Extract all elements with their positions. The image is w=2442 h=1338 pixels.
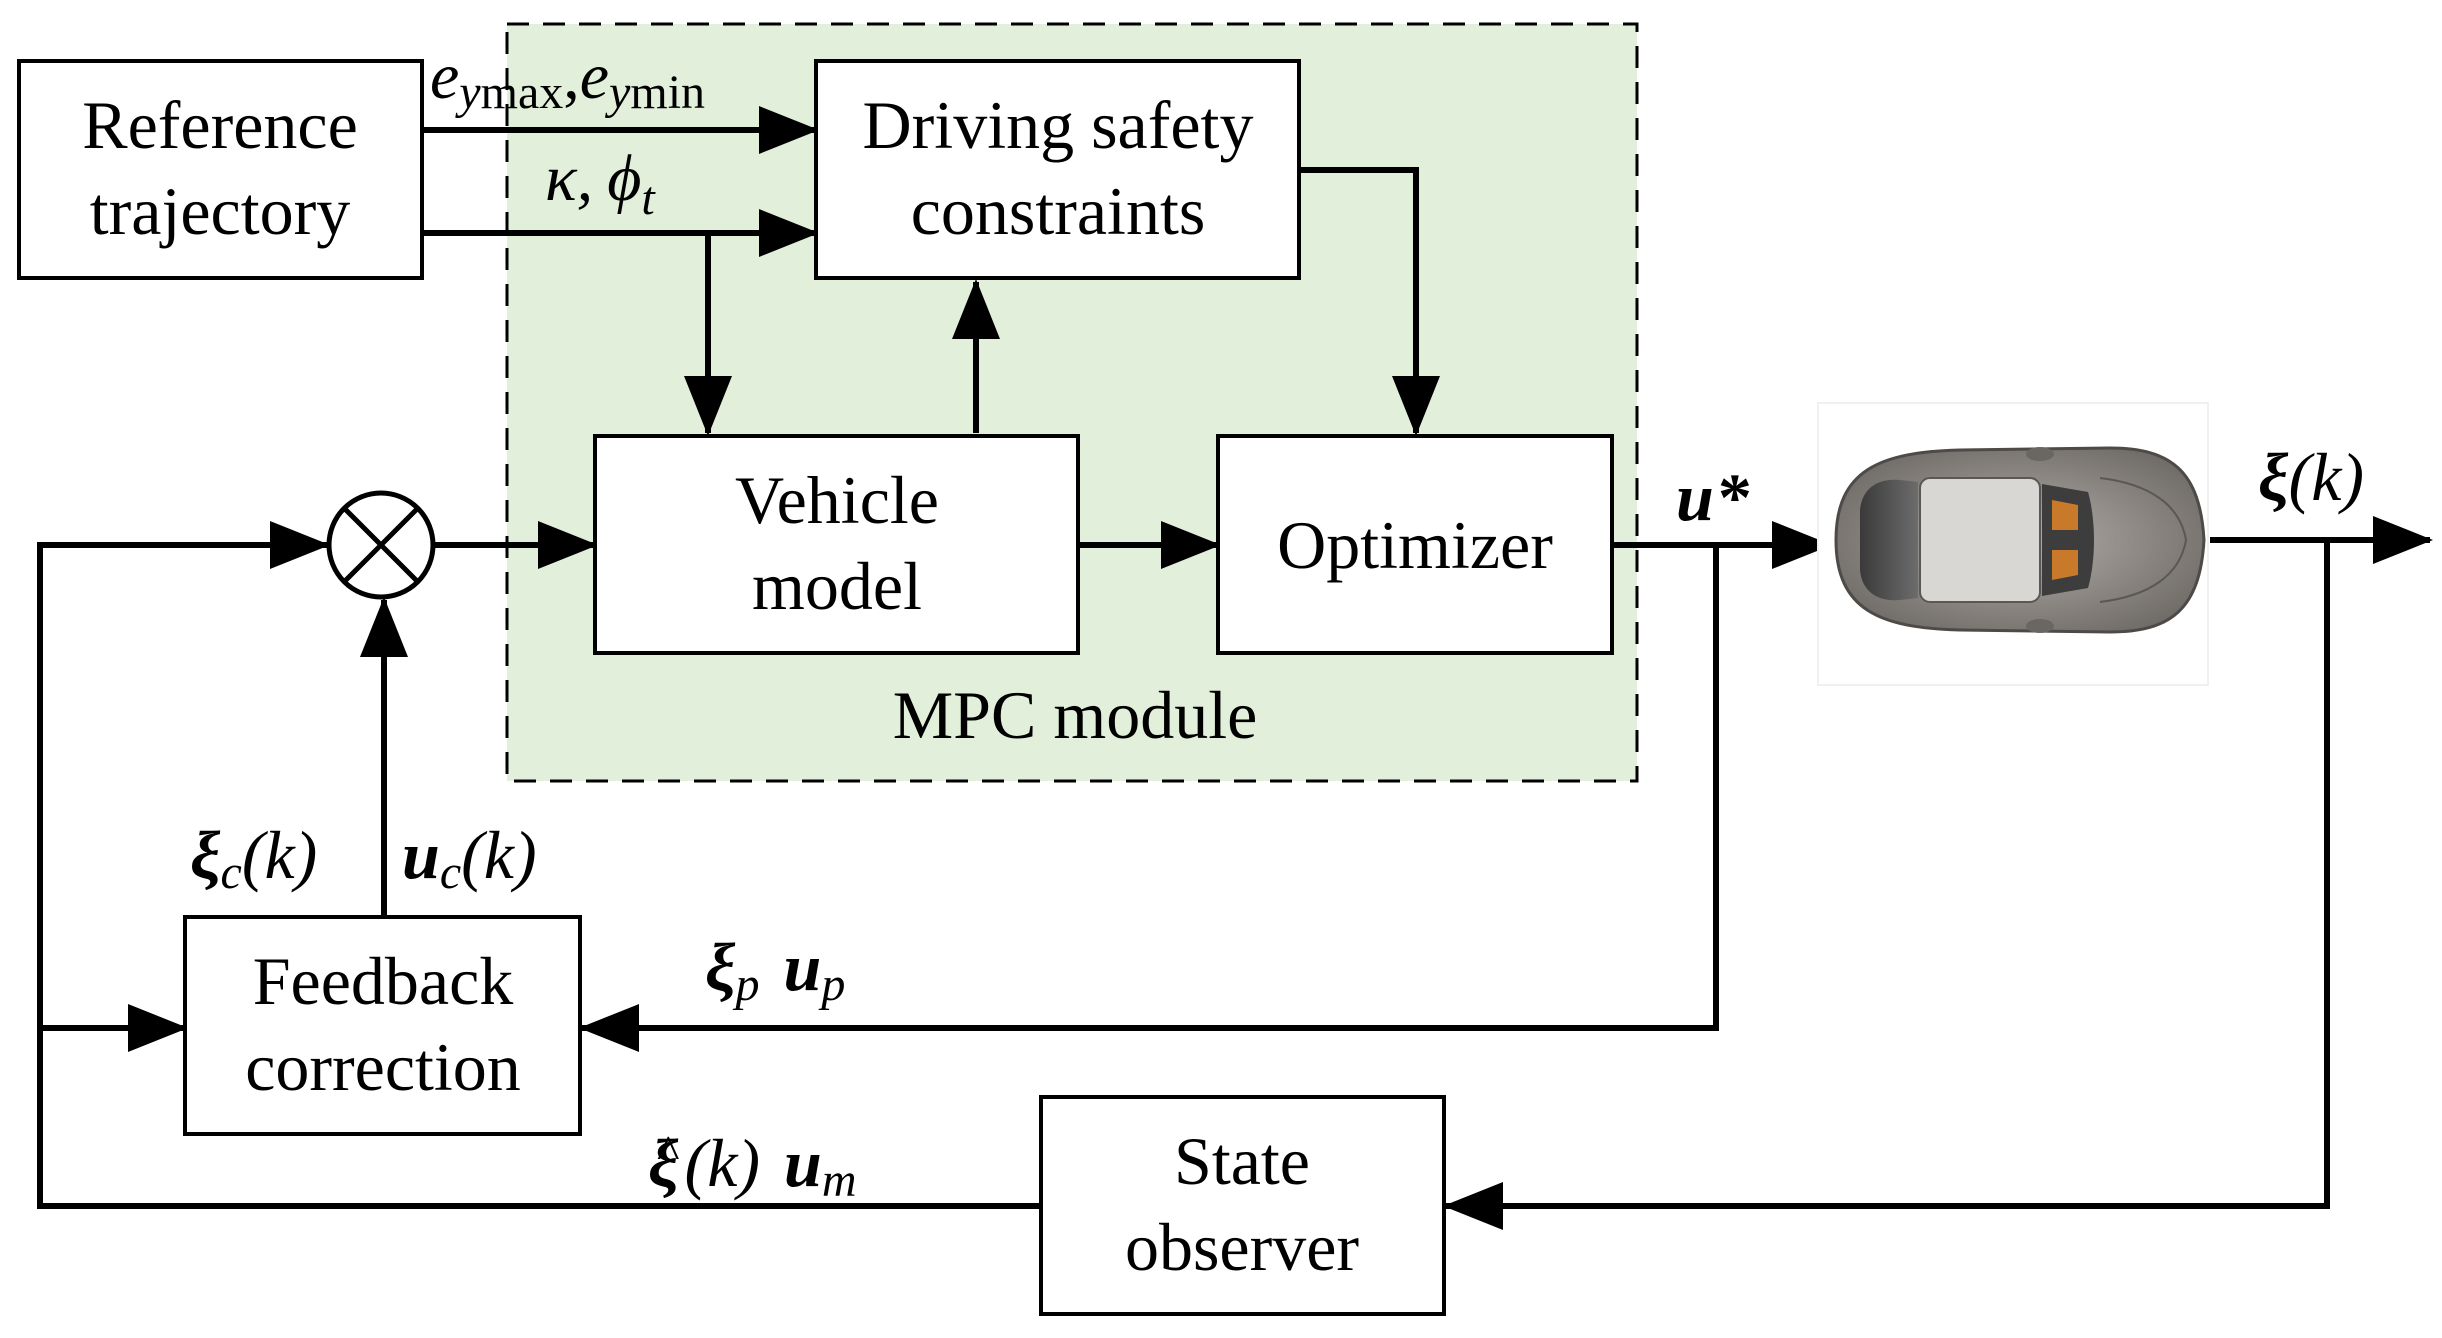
observer-feedback-loop-line [37,521,1041,1209]
svg-text:Optimizer: Optimizer [1277,507,1553,583]
xi-k-label: ξ(k) [2258,439,2364,515]
u-star-label: u* [1676,459,1752,535]
xi-hat-u-m-label: ^ ξ(k)um [648,1125,857,1207]
xi-p-u-p-feedback-line [579,545,1719,1052]
optimizer-block: Optimizer [1216,434,1614,655]
driving-safety-constraints-block: Driving safety constraints [814,59,1301,280]
svg-text:trajectory: trajectory [90,173,351,249]
output-to-observer-line [1443,540,2330,1230]
svg-text:Reference: Reference [82,87,358,163]
svg-text:correction: correction [245,1029,521,1105]
svg-text:^: ^ [657,1126,680,1179]
svg-text:model: model [752,548,922,624]
svg-text:Driving safety: Driving safety [863,87,1254,163]
constraints-to-optimizer-line [1299,167,1440,436]
ey-limits-label: eymax,eymin [430,40,705,119]
svg-text:Vehicle: Vehicle [735,462,939,538]
svg-text:ξ(k)um: ξ(k)um [648,1125,857,1207]
svg-text:constraints: constraints [911,173,1206,249]
u-c-k-label: uc(k) [402,817,537,899]
svg-text:observer: observer [1125,1209,1359,1285]
svg-text:Feedback: Feedback [253,943,514,1019]
state-observer-block: State observer [1039,1095,1446,1316]
kappa-phi-label: κ,ϕt [545,142,656,225]
summing-junction-icon [326,490,436,600]
mpc-module-label: MPC module [893,677,1258,753]
car-icon [1817,402,2209,686]
feedback-correction-block: Feedback correction [183,915,582,1136]
svg-text:State: State [1174,1123,1310,1199]
vehicle-model-block: Vehicle model [593,434,1080,655]
reference-trajectory-block: Reference trajectory [17,59,424,280]
xi-c-k-label: ξc(k) [190,817,317,899]
